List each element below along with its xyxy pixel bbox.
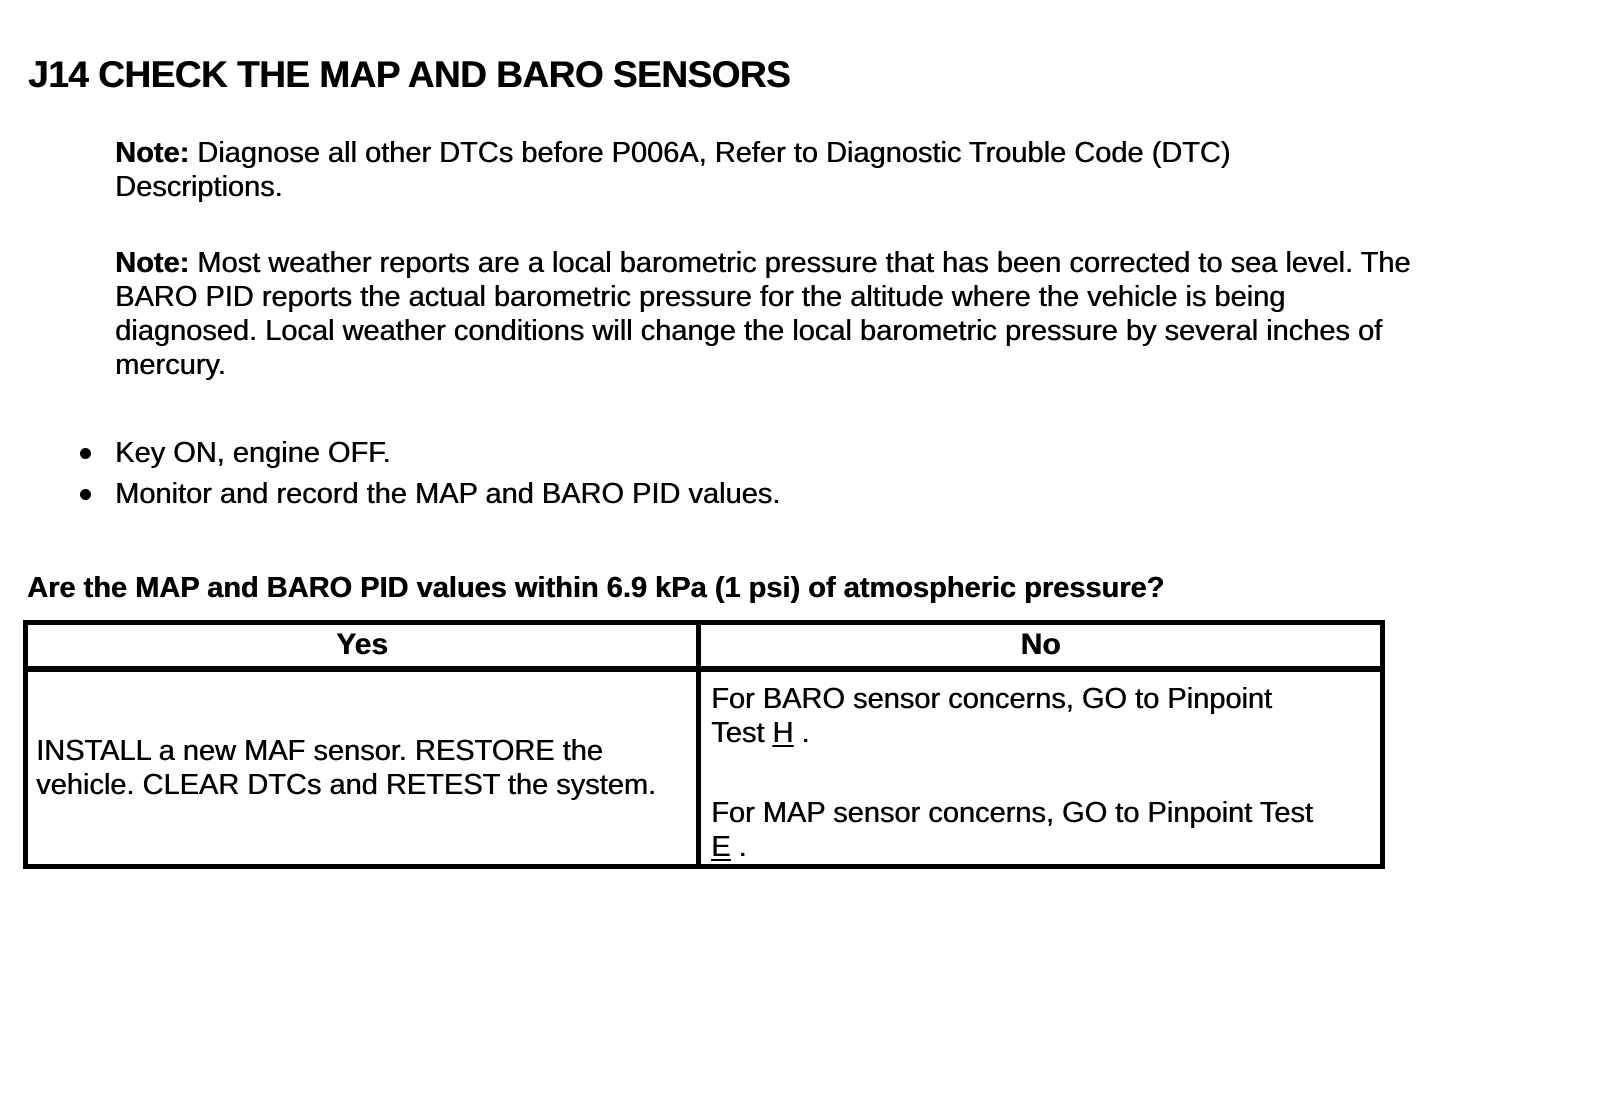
procedure-step-list: Key ON, engine OFF. Monitor and record t… [80, 436, 780, 518]
page-title: J14 CHECK THE MAP AND BARO SENSORS [28, 54, 791, 95]
note-text-line: Descriptions. [115, 171, 283, 203]
no-column-header: No [696, 620, 1385, 672]
note-dtc-priority: Note: Diagnose all other DTCs before P00… [115, 136, 1230, 204]
pinpoint-test-e-link[interactable]: E [711, 830, 731, 863]
baro-concern-instruction: For BARO sensor concerns, GO to Pinpoint… [711, 682, 1272, 749]
yes-action-cell: INSTALL a new MAF sensor. RESTORE the ve… [22, 666, 702, 869]
yes-action-text: INSTALL a new MAF sensor. RESTORE the ve… [36, 734, 656, 801]
note-barometric-pressure: Note: Most weather reports are a local b… [115, 246, 1410, 382]
note-text-line: BARO PID reports the actual barometric p… [115, 281, 1286, 313]
note-label: Note: [115, 137, 190, 169]
note-label: Note: [115, 247, 190, 279]
list-item: Key ON, engine OFF. [80, 436, 780, 470]
bullet-icon [80, 488, 91, 500]
note-text-line: diagnosed. Local weather conditions will… [115, 315, 1383, 347]
note-text-line: mercury. [115, 349, 226, 381]
list-item: Monitor and record the MAP and BARO PID … [80, 477, 780, 511]
map-concern-instruction: For MAP sensor concerns, GO to Pinpoint … [711, 796, 1313, 863]
pinpoint-test-h-link[interactable]: H [772, 716, 794, 749]
note-text-line: Note: Most weather reports are a local b… [115, 246, 1410, 280]
note-text-line: Note: Diagnose all other DTCs before P00… [115, 136, 1230, 170]
table-row: INSTALL a new MAF sensor. RESTORE the ve… [22, 666, 1385, 869]
bullet-icon [80, 447, 91, 459]
no-action-cell: For BARO sensor concerns, GO to Pinpoint… [696, 666, 1385, 869]
decision-question: Are the MAP and BARO PID values within 6… [27, 572, 1165, 604]
decision-table: Yes No INSTALL a new MAF sensor. RESTORE… [22, 620, 1385, 869]
note-text: Diagnose all other DTCs before P006A, Re… [197, 137, 1231, 169]
yes-column-header: Yes [22, 620, 702, 672]
table-header-row: Yes No [22, 620, 1385, 672]
note-text: Most weather reports are a local baromet… [197, 247, 1411, 279]
step-text: Monitor and record the MAP and BARO PID … [115, 478, 781, 510]
step-text: Key ON, engine OFF. [115, 437, 391, 469]
